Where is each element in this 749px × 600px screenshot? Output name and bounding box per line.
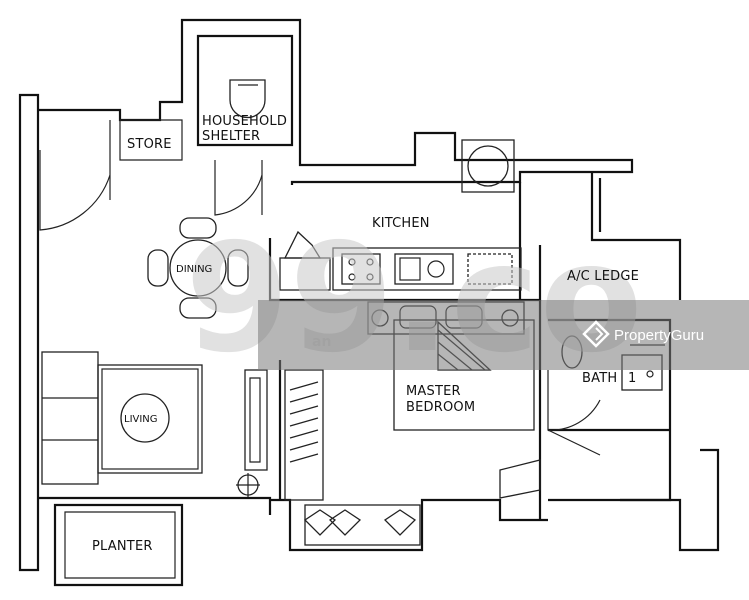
brand-banner-bg <box>258 300 749 370</box>
household-label-line1: HOUSEHOLD <box>202 114 287 129</box>
kitchen-label: KITCHEN <box>372 216 430 231</box>
store-label: STORE <box>127 137 172 152</box>
living-set <box>41 351 268 497</box>
dining-label: DINING <box>176 264 212 275</box>
room-labels: HOUSEHOLD SHELTER STORE KITCHEN A/C LEDG… <box>92 114 639 554</box>
planter-label: PLANTER <box>92 539 153 554</box>
master-bedroom-label-line2: BEDROOM <box>406 400 475 415</box>
ac-ledge-label: A/C LEDGE <box>567 269 639 284</box>
master-bedroom-label-line1: MASTER <box>406 384 461 399</box>
doors <box>39 120 601 456</box>
shelter-fixture <box>229 79 266 119</box>
brand-name: PropertyGuru <box>614 327 704 344</box>
round-fixture <box>461 139 515 193</box>
propertyguru-logo-icon <box>582 320 610 348</box>
bath-number-label: 1 <box>628 371 636 386</box>
living-label: LIVING <box>124 414 158 425</box>
brand-banner: PropertyGuru <box>258 300 749 370</box>
household-label-line2: SHELTER <box>202 129 260 144</box>
bath-label: BATH <box>582 371 617 386</box>
dining-set <box>147 217 249 319</box>
kitchen-counter <box>279 230 522 291</box>
